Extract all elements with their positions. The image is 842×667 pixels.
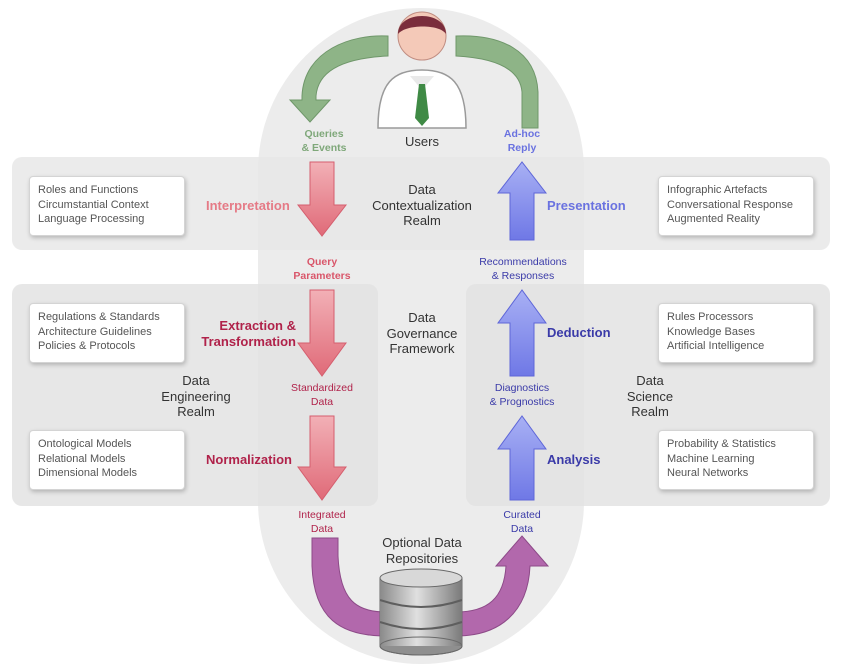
realm-line: Framework [389,341,455,356]
extraction-line-1: Extraction & [219,318,296,333]
reply-return-arrow [455,35,539,129]
queries-events-label: Queries & Events [276,128,372,155]
curated-data-label: Curated Data [470,509,574,536]
info-item: Augmented Reality [667,213,760,225]
normalization-info-box: Ontological Models Relational Models Dim… [29,430,185,490]
info-item: Neural Networks [667,467,749,479]
repository-outflow-arrow [455,535,550,637]
flow-line: Curated [503,509,541,521]
info-item: Relational Models [38,452,126,465]
info-item: Regulations & Standards [38,311,160,323]
info-item: Dimensional Models [38,467,138,479]
realm-line: Contextualization [372,197,472,213]
realm-line: Repositories [385,550,459,566]
presentation-stage-label: Presentation [547,198,626,213]
realm-line: Data [408,182,436,197]
normalization-stage-label: Normalization [206,452,292,467]
flow-line: Data [510,522,534,535]
info-item: Infographic Artefacts [667,184,768,196]
flow-line: Data [310,395,334,408]
analysis-stage-label: Analysis [547,452,601,467]
science-realm-label: Data Science Realm [610,373,690,420]
flow-line: Query [306,256,338,268]
info-item: Conversational Response [667,198,793,211]
database-icon [379,568,463,656]
realm-line: Engineering [161,388,231,404]
info-item: Machine Learning [667,452,755,465]
presentation-up-arrow [496,161,548,241]
realm-line: Realm [177,404,215,419]
realm-line: Data [636,373,664,388]
queries-return-arrow [288,35,389,123]
info-item: Artificial Intelligence [667,340,765,352]
realm-line: Data [408,310,436,325]
realm-line: Governance [386,325,458,341]
diagnostics-label: Diagnostics & Prognostics [470,382,574,409]
flow-line: Diagnostics [494,382,550,394]
info-item: Architecture Guidelines [38,325,152,338]
queries-events-line-2: & Events [301,141,347,154]
standardized-data-label: Standardized Data [270,382,374,409]
extraction-info-box: Regulations & Standards Architecture Gui… [29,303,185,363]
recommendations-label: Recommendations & Responses [464,256,582,283]
realm-line: Realm [631,404,669,419]
info-item: Circumstantial Context [38,198,149,211]
integrated-data-label: Integrated Data [270,509,374,536]
info-item: Ontological Models [38,438,132,450]
contextualization-realm-label: Data Contextualization Realm [352,182,492,229]
extraction-down-arrow [297,289,347,377]
info-item: Language Processing [38,213,145,225]
deduction-stage-label: Deduction [547,325,611,340]
queries-events-line-1: Queries [304,128,344,140]
adhoc-reply-label: Ad-hoc Reply [478,128,566,155]
realm-line: Realm [403,213,441,228]
query-parameters-label: Query Parameters [270,256,374,283]
realm-line: Science [626,388,674,404]
flow-line: & Responses [491,269,555,282]
flow-line: Standardized [291,382,353,394]
normalization-down-arrow [297,415,347,501]
extraction-stage-label: Extraction & Transformation [196,318,296,350]
interpretation-info-box: Roles and Functions Circumstantial Conte… [29,176,185,236]
realm-line: Data [182,373,210,388]
flow-line: Recommendations [479,256,567,268]
info-item: Roles and Functions [38,184,139,196]
flow-line: & Prognostics [489,395,555,408]
realm-line: Optional Data [382,535,462,550]
analysis-info-box: Probability & Statistics Machine Learnin… [658,430,814,490]
interpretation-stage-label: Interpretation [206,198,290,213]
extraction-line-2: Transformation [201,334,296,349]
info-item: Policies & Protocols [38,340,136,352]
deduction-up-arrow [497,289,547,377]
flow-line: Integrated [298,509,346,521]
adhoc-reply-line-2: Reply [507,141,537,154]
info-item: Knowledge Bases [667,325,756,338]
contextualization-band [12,157,830,250]
user-icon [377,11,467,129]
users-label: Users [405,134,439,149]
info-item: Rules Processors [667,311,754,323]
adhoc-reply-line-1: Ad-hoc [503,128,541,140]
flow-line: Parameters [293,269,351,282]
interpretation-down-arrow [296,161,348,237]
governance-framework-label: Data Governance Framework [372,310,472,357]
engineering-realm-label: Data Engineering Realm [148,373,244,420]
analysis-up-arrow [497,415,547,501]
presentation-info-box: Infographic Artefacts Conversational Res… [658,176,814,236]
info-item: Probability & Statistics [667,438,776,450]
flow-line: Data [310,522,334,535]
repositories-label: Optional Data Repositories [362,535,482,566]
deduction-info-box: Rules Processors Knowledge Bases Artific… [658,303,814,363]
